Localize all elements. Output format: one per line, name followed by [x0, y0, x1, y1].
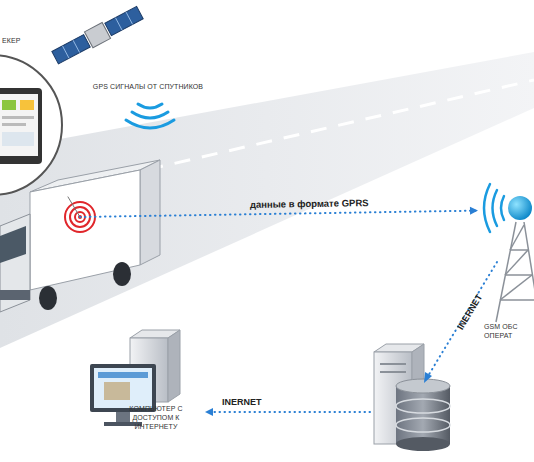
road — [0, 52, 534, 348]
database-ring — [396, 399, 450, 413]
truck-back — [140, 160, 160, 265]
node-label: КОМПЬЮТЕР С ДОСТУПОМ К ИНТЕРНЕТУ — [128, 404, 184, 431]
truck — [0, 160, 160, 312]
node-label: GSM ОБС ОПЕРАТ — [484, 322, 532, 340]
arrow-head — [424, 372, 432, 383]
node-box: GSM ОБС ОПЕРАТ — [478, 168, 534, 350]
link-label: данные в формате GPRS — [249, 197, 368, 210]
truck-box — [30, 170, 140, 290]
satellite-body-group — [51, 5, 144, 66]
tower-waves — [484, 184, 504, 232]
road-surface — [0, 52, 534, 348]
leader-line — [68, 197, 80, 217]
monitor-frame — [90, 364, 156, 412]
road-marking — [120, 80, 534, 176]
gsm-tower — [484, 184, 534, 322]
tower-brace — [505, 274, 532, 276]
server-slot — [380, 363, 406, 365]
signal-wave — [484, 184, 490, 232]
server — [374, 344, 450, 451]
node-label: ЕКЕР — [2, 36, 62, 45]
tower-leg — [524, 222, 534, 322]
tower-brace — [500, 299, 534, 301]
node-box: ЕКЕР — [0, 36, 68, 198]
panel-grid — [126, 12, 133, 24]
screen-bar — [98, 372, 148, 378]
tower-brace — [510, 249, 528, 251]
dotted-link — [80, 211, 478, 217]
truck-wheel — [39, 286, 57, 310]
tower-globe — [508, 196, 532, 220]
screen-line — [2, 123, 26, 126]
signal-wave — [501, 196, 504, 220]
solar-panel — [105, 6, 143, 35]
screen-tile — [2, 100, 16, 110]
screen-line — [2, 116, 34, 119]
tower-leg — [496, 222, 516, 322]
screen-tile — [2, 132, 34, 146]
database-ring — [396, 418, 450, 432]
truck-wheel — [113, 262, 131, 286]
node-box: КОМПЬЮТЕР С ДОСТУПОМ К ИНТЕРНЕТУ — [88, 328, 206, 448]
internet-line — [428, 262, 497, 376]
panel-grid — [62, 46, 69, 58]
arrow-head — [470, 207, 478, 215]
arrow-head — [205, 408, 213, 416]
link-label: INERNET — [222, 397, 262, 407]
node-label: GPS СИГНАЛЫ ОТ СПУТНИКОВ — [68, 82, 228, 91]
solar-panel — [52, 35, 90, 64]
data-link — [68, 197, 478, 217]
database-top — [396, 379, 450, 393]
panel-grid — [73, 40, 80, 52]
truck-bumper — [0, 290, 30, 300]
tracker-screen — [0, 94, 38, 156]
truck-windshield — [0, 226, 26, 263]
truck-cab — [0, 214, 30, 312]
signal-wave — [132, 112, 168, 118]
screen-tile — [20, 100, 34, 110]
monitor-screen — [94, 368, 152, 408]
pc-side — [168, 330, 180, 402]
tower-brace — [500, 275, 532, 300]
tracker-body — [0, 88, 42, 164]
tracker-callout — [0, 55, 62, 195]
screen-image — [104, 382, 130, 400]
database-bottom — [396, 437, 450, 451]
signal-wave — [493, 190, 498, 226]
node-box: GPS СИГНАЛЫ ОТ СПУТНИКОВ — [48, 4, 228, 96]
database-body — [396, 386, 450, 444]
tower-brace — [510, 225, 524, 250]
tower-brace — [505, 250, 528, 275]
server-slot — [380, 371, 406, 373]
satellite — [51, 5, 174, 128]
signal-waves — [126, 104, 174, 128]
tower-lattice — [496, 222, 534, 322]
signal-wave — [138, 104, 162, 108]
signal-wave — [126, 120, 174, 128]
internet-line — [212, 411, 370, 413]
internet-links — [212, 262, 497, 412]
monitor-stand — [116, 412, 130, 422]
link-label: INERNET — [455, 292, 484, 331]
panel-grid — [115, 18, 122, 30]
callout-circle — [0, 55, 62, 195]
